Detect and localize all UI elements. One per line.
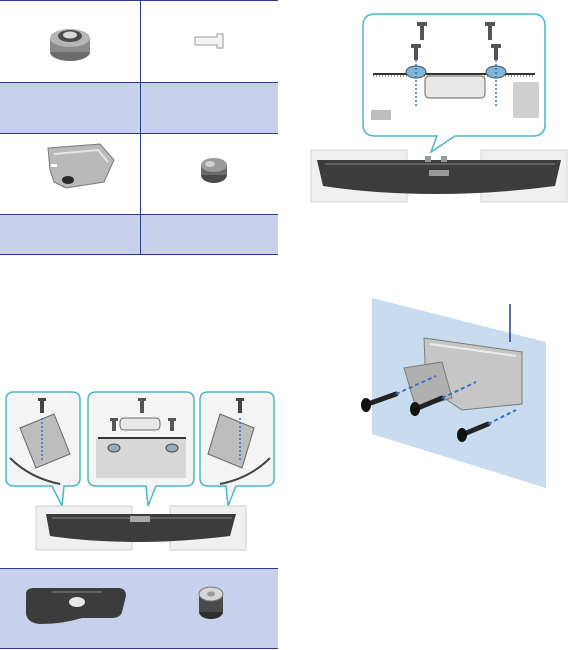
table-rule-bottom: [0, 648, 278, 649]
stand-mount-illustration: [305, 10, 573, 210]
table-rule: [0, 133, 278, 134]
table-rule-top: [0, 0, 278, 1]
rubber-spacer-icon: [45, 22, 95, 66]
table-divider-inner: [140, 215, 141, 254]
table-rule-top: [0, 568, 278, 569]
holder-bracket-icon: [22, 584, 130, 628]
table-divider-inner: [140, 83, 141, 133]
table-rule-bottom: [0, 254, 278, 255]
screw-anchor-icon: [193, 32, 227, 50]
three-bracket-install-illustration: [0, 388, 280, 556]
wall-bracket-icon: [42, 142, 118, 190]
rubber-foot-icon: [196, 582, 226, 622]
wall-mount-illustration: [352, 298, 552, 490]
shaded-row: [0, 215, 278, 254]
rubber-cap-icon: [198, 155, 230, 185]
shaded-row: [0, 83, 278, 133]
table-rule: [0, 214, 278, 215]
table-rule: [0, 82, 278, 83]
